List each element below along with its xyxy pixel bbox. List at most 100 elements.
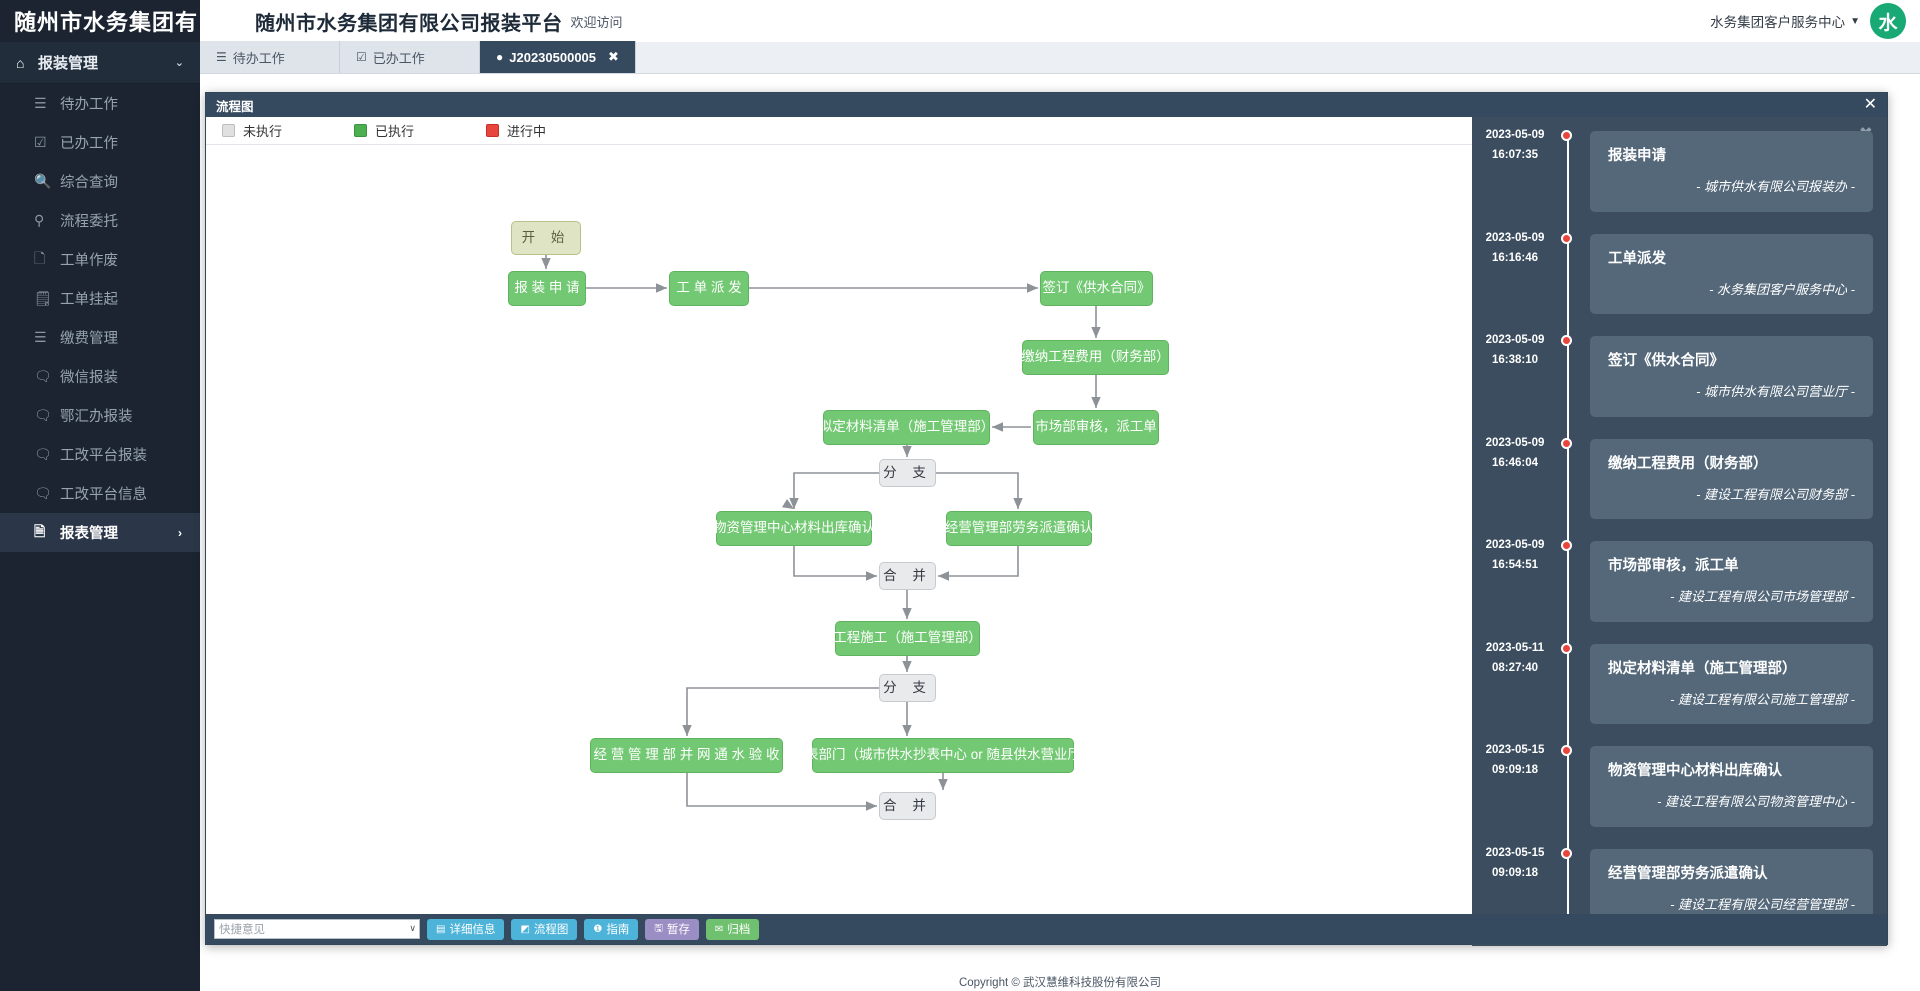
timeline-time: 08:27:40 (1491, 661, 1539, 674)
sidebar-item-1[interactable]: ☑已办工作 (0, 123, 200, 162)
action-button-4[interactable]: ✉归档 (705, 918, 760, 940)
flow-node-meter[interactable]: 抄表部门（城市供水抄表中心 or 随县供水营业厅） (792, 738, 1095, 773)
chevron-down-icon: ⌄ (174, 57, 184, 69)
tab-1[interactable]: ☑已办工作 (340, 41, 480, 73)
flow-node-market[interactable]: 市场部审核，派工单 (1033, 410, 1159, 445)
close-icon[interactable]: ✖ (608, 49, 619, 64)
flow-node-build[interactable]: 工程施工（施工管理部） (833, 621, 982, 656)
tab-label: 已办工作 (372, 50, 425, 66)
timeline-card[interactable]: 报装申请- 城市供水有限公司报装办 - (1590, 131, 1873, 212)
dot-icon: ● (496, 50, 504, 64)
search-icon: 🔍 (34, 173, 52, 189)
flow-node-dispatch[interactable]: 工 单 派 发 (669, 271, 749, 306)
flow-node-wuzi[interactable]: 物资管理中心材料出库确认 (713, 511, 875, 546)
detail-icon: ▤ (436, 923, 446, 935)
timeline-card[interactable]: 缴纳工程费用（财务部）- 建设工程有限公司财务部 - (1590, 438, 1873, 519)
flow-node-matlist[interactable]: 拟定材料清单（施工管理部） (819, 410, 994, 445)
sidebar-item-5[interactable]: 🗒工单挂起 (0, 279, 200, 318)
sidebar-item-label: 待办工作 (60, 97, 118, 113)
flow-node-contract[interactable]: 签订《供水合同》 (1040, 271, 1153, 306)
timeline-card[interactable]: 工单派发- 水务集团客户服务中心 - (1590, 233, 1873, 314)
flowchart-canvas-wrapper[interactable]: 开 始报 装 申 请 工 单 派 发 签订《供水合同》缴纳工程费用（财务部） 市场部审… (206, 146, 1474, 891)
sidebar-item-10[interactable]: 🗨工改平台信息 (0, 474, 200, 513)
timeline-card[interactable]: 市场部审核，派工单- 建设工程有限公司市场管理部 - (1590, 541, 1873, 622)
user-name: 水务集团客户服务中心 (1710, 15, 1846, 30)
avatar[interactable]: 水 (1870, 3, 1906, 39)
chat-icon: 🗨 (34, 485, 52, 501)
timeline-marker (1558, 527, 1580, 630)
flow-node-merge1[interactable]: 合 并 (879, 562, 936, 590)
flow-node-apply[interactable]: 报 装 申 请 (508, 271, 586, 306)
check-square-icon: ☑ (34, 134, 47, 150)
quick-opinion-select[interactable]: 快捷意见 ∨ (214, 919, 420, 939)
sidebar-group-label: 报装管理 (38, 55, 99, 72)
chevron-down-icon: ∨ (409, 923, 416, 933)
legend-item-0: 未执行 (222, 121, 282, 140)
action-button-0[interactable]: ▤详细信息 (427, 918, 505, 940)
action-button-3[interactable]: 🖫暂存 (645, 918, 699, 940)
flow-node-branch2[interactable]: 分 支 (879, 674, 936, 702)
file-icon: 🗋 (34, 249, 46, 266)
timeline-date: 2023-05-15 (1485, 744, 1545, 756)
timeline-card[interactable]: 拟定材料清单（施工管理部）- 建设工程有限公司施工管理部 - (1590, 643, 1873, 724)
user-flow-icon: ⚲ (34, 212, 45, 228)
timeline-dot-icon (1561, 847, 1572, 859)
timeline-card[interactable]: 签订《供水合同》- 城市供水有限公司营业厅 - (1590, 336, 1873, 417)
action-button-1[interactable]: ◩流程图 (511, 918, 578, 940)
list-icon: ☰ (34, 329, 47, 345)
sidebar-item-3[interactable]: ⚲流程委托 (0, 201, 200, 240)
timeline-dot-icon (1561, 232, 1572, 244)
flowchart-dialog: 流程图 ✕ 未执行已执行进行中 (205, 92, 1888, 946)
sidebar-item-6[interactable]: ☰缴费管理 (0, 318, 200, 357)
flow-node-start[interactable]: 开 始 (511, 221, 581, 255)
timeline-time: 16:38:10 (1491, 354, 1539, 367)
timeline-actor: - 建设工程有限公司施工管理部 - (1670, 691, 1855, 707)
chat-icon: 🗨 (34, 368, 52, 384)
timeline-actor: - 城市供水有限公司报装办 - (1696, 179, 1855, 194)
flow-node-fee[interactable]: 缴纳工程费用（财务部） (1021, 340, 1170, 375)
sidebar-item-4[interactable]: 🗋工单作废 (0, 240, 200, 279)
timeline-marker (1558, 220, 1580, 323)
sidebar-item-label: 报表管理 (60, 526, 118, 542)
sidebar-item-8[interactable]: 🗨鄂汇办报装 (0, 396, 200, 435)
timeline-actor: - 建设工程有限公司经营管理部 - (1670, 896, 1855, 912)
user-menu[interactable]: 水务集团客户服务中心 ▼ 水 (1710, 3, 1920, 39)
sidebar-group-baozhuang[interactable]: ⌂ 报装管理 ⌄ (0, 42, 200, 84)
timeline-title: 签订《供水合同》 (1608, 353, 1724, 369)
sidebar-item-2[interactable]: 🔍综合查询 (0, 162, 200, 201)
flow-node-jingying[interactable]: 经营管理部劳务派遣确认 (945, 511, 1093, 546)
tab-0[interactable]: ☰待办工作 (200, 41, 340, 73)
chevron-right-icon: › (178, 525, 182, 540)
brand-title: 随州市水务集团有 (0, 0, 200, 42)
sidebar-item-9[interactable]: 🗨工改平台报装 (0, 435, 200, 474)
flow-node-accept[interactable]: 经 营 管 理 部 并 网 通 水 验 收 (590, 738, 783, 773)
timeline-time: 09:09:18 (1491, 866, 1539, 879)
sidebar-item-0[interactable]: ☰待办工作 (0, 84, 200, 123)
sidebar-item-7[interactable]: 🗨微信报装 (0, 357, 200, 396)
timeline-time: 16:54:51 (1491, 559, 1539, 572)
flow-node-branch1[interactable]: 分 支 (879, 459, 936, 487)
tab-2[interactable]: ●J20230500005✖ (480, 41, 636, 73)
welcome-text: 欢迎访问 (570, 14, 623, 30)
timeline-card[interactable]: 物资管理中心材料出库确认- 建设工程有限公司物资管理中心 - (1590, 746, 1873, 827)
sidebar-item-11[interactable]: 🗎报表管理› (0, 513, 200, 552)
legend-label: 进行中 (507, 124, 547, 139)
flow-node-merge2[interactable]: 合 并 (879, 792, 936, 820)
legend-swatch (486, 124, 500, 137)
close-icon[interactable]: ✕ (1863, 96, 1877, 113)
archive-icon: ✉ (714, 923, 724, 935)
